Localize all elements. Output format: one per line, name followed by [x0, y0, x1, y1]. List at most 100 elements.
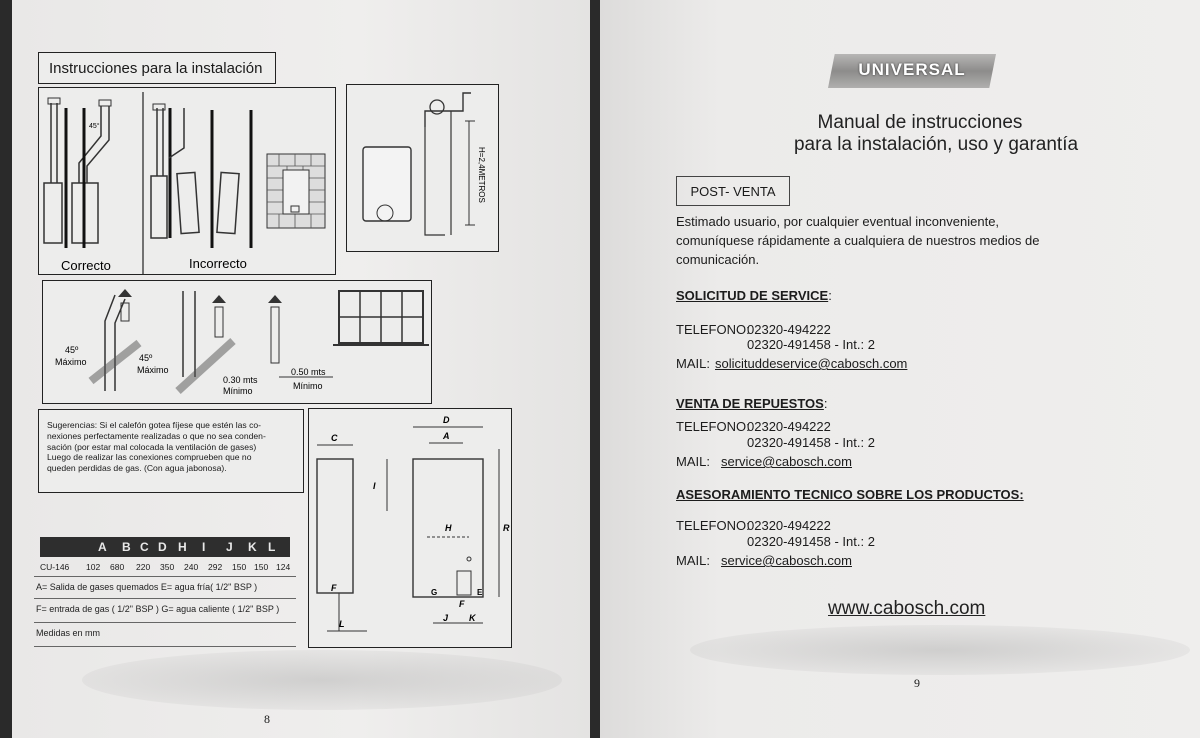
angle-small-label: 45°	[89, 122, 100, 130]
brand-logo-text: UNIVERSAL	[858, 60, 966, 79]
dim-j: J	[443, 613, 449, 623]
section-colon: :	[823, 396, 828, 411]
table-rule	[34, 646, 296, 647]
mail-link[interactable]: service@cabosch.com	[721, 454, 852, 469]
dimension-table-row: CU-146 102 680 220 350 240 292 150 150 1…	[40, 559, 290, 575]
flue-angles-diagram: 45º Máximo 45º Máximo 0.30 mts Mínimo 0.…	[42, 280, 432, 404]
dist-2a: 0.50 mts	[291, 367, 326, 377]
legend-line: A= Salida de gases quemados E= agua fría…	[36, 582, 258, 592]
col-header: L	[268, 540, 276, 554]
model-cell: CU-146	[40, 562, 70, 572]
legend-line: Medidas en mm	[36, 628, 101, 638]
website-link[interactable]: www.cabosch.com	[828, 598, 986, 619]
suggestion-line: sación (por estar mal colocada la ventil…	[47, 441, 257, 452]
dimension-table-header: A B C D H I J K L	[40, 537, 290, 557]
page-number-left: 8	[264, 712, 270, 726]
mail-link[interactable]: service@cabosch.com	[721, 553, 852, 568]
dim-h: H	[445, 523, 452, 533]
col-header: I	[202, 540, 206, 554]
angle-max-1a: 45º	[65, 345, 79, 355]
table-rule	[34, 622, 296, 623]
dist-2b: Mínimo	[293, 381, 323, 391]
dim-d: D	[443, 415, 450, 425]
table-rule	[34, 576, 296, 577]
manual-title-line1: Manual de instrucciones	[817, 112, 1023, 133]
angle-max-2a: 45º	[139, 353, 153, 363]
section-title-service: SOLICITUD DE SERVICE:	[676, 288, 832, 303]
manual-title-line2: para la instalación, uso y garantía	[793, 134, 1079, 155]
suggestion-line: Sugerencias: Si el calefón gotea fíjese …	[47, 420, 262, 430]
section-colon: :	[828, 288, 832, 303]
col-header: D	[158, 540, 167, 554]
col-header: K	[248, 540, 257, 554]
dim-c: C	[331, 433, 338, 443]
value-cell: 350	[160, 562, 175, 572]
page-number-right: 9	[914, 676, 920, 690]
suggestion-line: nexiones perfectamente realizadas o que …	[47, 430, 266, 441]
dist-1b: Mínimo	[223, 386, 253, 396]
col-header: C	[140, 540, 149, 554]
value-cell: 680	[110, 562, 125, 572]
col-header: J	[226, 540, 233, 554]
flue-angles-svg: 45º Máximo 45º Máximo 0.30 mts Mínimo 0.…	[55, 289, 429, 396]
section-title-text: VENTA DE REPUESTOS	[676, 396, 824, 411]
height-diagram: H=2,4METROS	[346, 84, 499, 252]
dist-1a: 0.30 mts	[223, 375, 258, 385]
value-cell: 240	[184, 562, 199, 572]
mail-link[interactable]: solicituddeservice@cabosch.com	[715, 356, 908, 371]
suggestions-box: Sugerencias: Si el calefón gotea fíjese …	[38, 409, 304, 493]
mail-label: MAIL:	[676, 553, 710, 568]
mail-label: MAIL:	[676, 356, 710, 371]
section-title-asesoramiento: ASESORAMIENTO TECNICO SOBRE LOS PRODUCTO…	[676, 487, 1024, 502]
brand-logo: UNIVERSAL	[828, 54, 996, 88]
tel-number[interactable]: 02320-491458 - Int.: 2	[747, 534, 875, 549]
intro-line: comuníquese rápidamente a cualquiera de …	[676, 233, 1040, 248]
page-shadow	[82, 650, 562, 710]
mail-label: MAIL:	[676, 454, 710, 469]
col-header: H	[178, 540, 187, 554]
intro-line: comunicación.	[676, 252, 760, 267]
tel-number[interactable]: 02320-491458 - Int.: 2	[747, 435, 875, 450]
height-diagram-svg: H=2,4METROS	[362, 92, 486, 236]
dim-i: I	[373, 481, 376, 491]
dim-e: E	[477, 588, 483, 597]
table-rule	[34, 598, 296, 599]
dim-r: R	[503, 523, 510, 533]
value-cell: 220	[136, 562, 151, 572]
value-cell: 292	[208, 562, 223, 572]
angle-max-2b: Máximo	[137, 365, 169, 375]
section-title-text: SOLICITUD DE SERVICE	[676, 288, 829, 303]
dim-l: L	[339, 619, 345, 629]
dim-k: K	[469, 613, 477, 623]
tel-number[interactable]: 02320-494222	[747, 518, 831, 533]
flue-diagram-svg: 45° Cor	[43, 92, 326, 274]
dim-g: G	[431, 588, 437, 597]
angle-max-1b: Máximo	[55, 357, 87, 367]
tel-label: TELEFONO:	[676, 518, 750, 533]
installation-title: Instrucciones para la instalación	[38, 52, 276, 84]
label-correct: Correcto	[61, 258, 111, 273]
value-cell: 150	[232, 562, 247, 572]
dim-f: F	[331, 583, 337, 593]
col-header: A	[98, 540, 107, 554]
suggestion-line: Luego de realizar las conexiones comprue…	[47, 452, 252, 463]
dimension-drawing: C F L D A I H R G E F J K	[308, 408, 512, 648]
left-page: Instrucciones para la instalación 45°	[12, 0, 590, 738]
legend-line: F= entrada de gas ( 1/2" BSP ) G= agua c…	[36, 604, 280, 614]
value-cell: 150	[254, 562, 269, 572]
tel-label: TELEFONO:	[676, 419, 750, 434]
right-page: UNIVERSAL Manual de instrucciones para l…	[600, 0, 1200, 738]
dimension-drawing-svg: C F L D A I H R G E F J K	[316, 415, 510, 632]
page-shadow	[690, 625, 1190, 675]
label-incorrect: Incorrecto	[189, 256, 247, 271]
height-label: H=2,4METROS	[477, 147, 486, 203]
tel-label: TELEFONO:	[676, 322, 750, 337]
section-title-repuestos: VENTA DE REPUESTOS:	[676, 396, 827, 411]
col-header: B	[122, 540, 131, 554]
value-cell: 102	[86, 562, 101, 572]
suggestion-line: queden perdidas de gas. (Con agua jabono…	[47, 463, 227, 474]
tel-number[interactable]: 02320-494222	[747, 419, 831, 434]
tel-number[interactable]: 02320-494222	[747, 322, 831, 337]
post-venta-box: POST- VENTA	[676, 176, 790, 206]
tel-number[interactable]: 02320-491458 - Int.: 2	[747, 337, 875, 352]
